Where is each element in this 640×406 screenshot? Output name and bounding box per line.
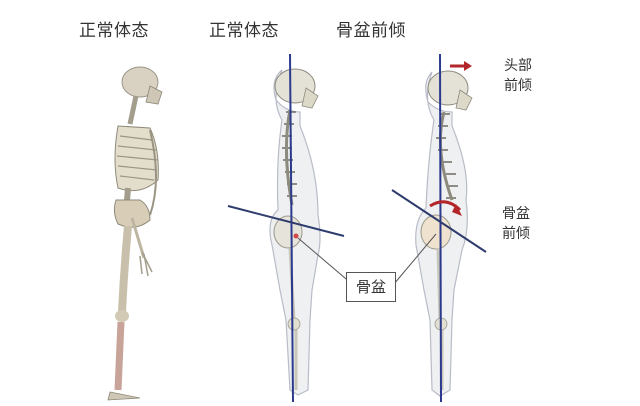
title-right-anterior-pelvic-tilt: 骨盆前倾 — [336, 21, 406, 41]
pelvis-line-middle — [227, 205, 345, 237]
pelvis-tilt-label-line1: 骨盆 — [502, 206, 530, 222]
pelvis-callout-box: 骨盆 — [346, 272, 396, 302]
plumb-line-right — [439, 53, 442, 403]
body-outline-middle — [269, 68, 321, 396]
pelvis-line-right — [391, 189, 487, 253]
body-outline-right — [415, 70, 473, 397]
skeleton-figure-left — [107, 66, 163, 401]
head-forward-label: 头部 前倾 — [504, 56, 544, 96]
callout-leader-right — [393, 233, 437, 285]
callout-leader-middle — [297, 237, 353, 285]
title-left-normal-posture: 正常体态 — [79, 21, 149, 41]
head-forward-label-line2: 前倾 — [504, 78, 532, 94]
pelvis-tilt-label-line2: 前倾 — [502, 226, 530, 242]
plumb-line-middle — [289, 53, 294, 403]
pelvis-tilt-label: 骨盆 前倾 — [502, 204, 542, 244]
head-forward-label-line1: 头部 — [504, 58, 532, 74]
title-middle-normal-posture: 正常体态 — [209, 21, 279, 41]
